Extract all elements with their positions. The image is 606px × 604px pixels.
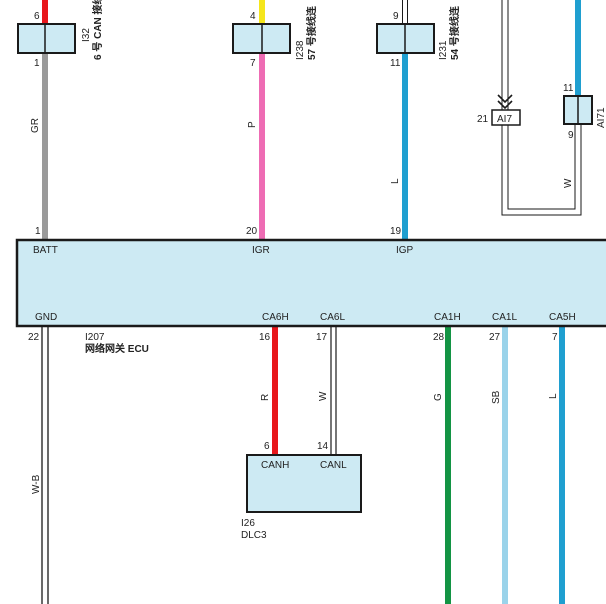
connector-ai7-ref: AI7 xyxy=(497,114,512,125)
dlc3-name: DLC3 xyxy=(241,530,267,541)
connector-ai71-ref: AI71 xyxy=(596,107,606,128)
wire-code-sb: SB xyxy=(491,390,502,404)
ecu-pin-igr: 20 xyxy=(246,226,258,237)
ecu-name: 网络网关 ECU xyxy=(85,342,149,355)
ecu-pin-batt: 1 xyxy=(35,226,41,237)
wire-code-wb: W-B xyxy=(31,474,42,494)
connector-i231-ref: I231 xyxy=(438,40,449,60)
dlc3-signal-canl: CANL xyxy=(320,460,347,471)
ecu-signal-ca5h: CA5H xyxy=(549,312,576,323)
connector-i238-pin-top: 4 xyxy=(250,11,256,22)
connector-i32-pin-top: 6 xyxy=(34,11,40,22)
ecu-signal-igr: IGR xyxy=(252,245,270,256)
wire-code-l-upper: L xyxy=(390,178,401,184)
connector-i231: 9 11 I231 54 号接线连 xyxy=(376,5,461,69)
connector-i231-name: 54 号接线连 xyxy=(448,5,461,60)
connector-i238-pin-bottom: 7 xyxy=(250,58,256,69)
connector-ai71: 11 9 AI71 xyxy=(563,83,606,141)
ecu-signal-ca1l: CA1L xyxy=(492,312,517,323)
ecu-pin-ca6l: 17 xyxy=(316,332,328,343)
wire-code-w-loop: W xyxy=(563,178,574,188)
ecu-pin-igp: 19 xyxy=(390,226,402,237)
connector-i231-pin-top: 9 xyxy=(393,11,399,22)
wire-code-l-lower: L xyxy=(548,393,559,399)
wire-code-r: R xyxy=(260,394,271,401)
dlc3-signal-canh: CANH xyxy=(261,460,289,471)
connector-ai71-pin-bottom: 9 xyxy=(568,130,574,141)
dlc3-pin-canh: 6 xyxy=(264,441,270,452)
ecu-pin-gnd: 22 xyxy=(28,332,40,343)
ecu-signal-gnd: GND xyxy=(35,312,57,323)
connector-i32: 6 1 I32 6 号 CAN 接线 xyxy=(17,0,104,69)
ecu-signal-igp: IGP xyxy=(396,245,414,256)
connector-ai7-pin: 21 xyxy=(477,114,489,125)
ecu-pin-ca1l: 27 xyxy=(489,332,501,343)
ecu-signal-batt: BATT xyxy=(33,245,58,256)
wire-code-gr: GR xyxy=(30,118,41,133)
ecu-pin-ca5h: 7 xyxy=(552,332,558,343)
chevron-down-icon-2 xyxy=(497,100,513,110)
ecu-pin-ca1h: 28 xyxy=(433,332,445,343)
wire-code-g: G xyxy=(433,393,444,401)
ecu-block: 1 BATT 20 IGR 19 IGP GND CA6H CA6L CA1H … xyxy=(15,226,606,328)
dlc3-pin-canl: 14 xyxy=(317,441,329,452)
ecu-ref: I207 xyxy=(85,332,105,343)
ecu-signal-ca6h: CA6H xyxy=(262,312,289,323)
connector-i231-pin-bottom: 11 xyxy=(390,58,401,69)
connector-i238: 4 7 I238 57 号接线连 xyxy=(232,5,318,69)
connector-i32-pin-bottom: 1 xyxy=(34,58,40,69)
ecu-pin-ca6h: 16 xyxy=(259,332,271,343)
connector-dlc3: 6 14 CANH CANL xyxy=(246,441,362,513)
connector-i32-ref: I32 xyxy=(81,28,92,42)
wire-code-w-canl: W xyxy=(318,391,329,401)
connector-ai7: AI7 21 xyxy=(477,94,521,126)
ecu-signal-ca6l: CA6L xyxy=(320,312,345,323)
chevron-down-icon xyxy=(497,94,513,104)
ecu-signal-ca1h: CA1H xyxy=(434,312,461,323)
wire-code-p: P xyxy=(247,121,258,128)
connector-i238-ref: I238 xyxy=(295,40,306,60)
connector-i32-name: 6 号 CAN 接线 xyxy=(91,0,104,60)
connector-ai71-pin-top: 11 xyxy=(563,83,574,94)
connector-i238-name: 57 号接线连 xyxy=(305,5,318,60)
wire-w-loop xyxy=(502,0,581,215)
dlc3-ref: I26 xyxy=(241,518,255,529)
